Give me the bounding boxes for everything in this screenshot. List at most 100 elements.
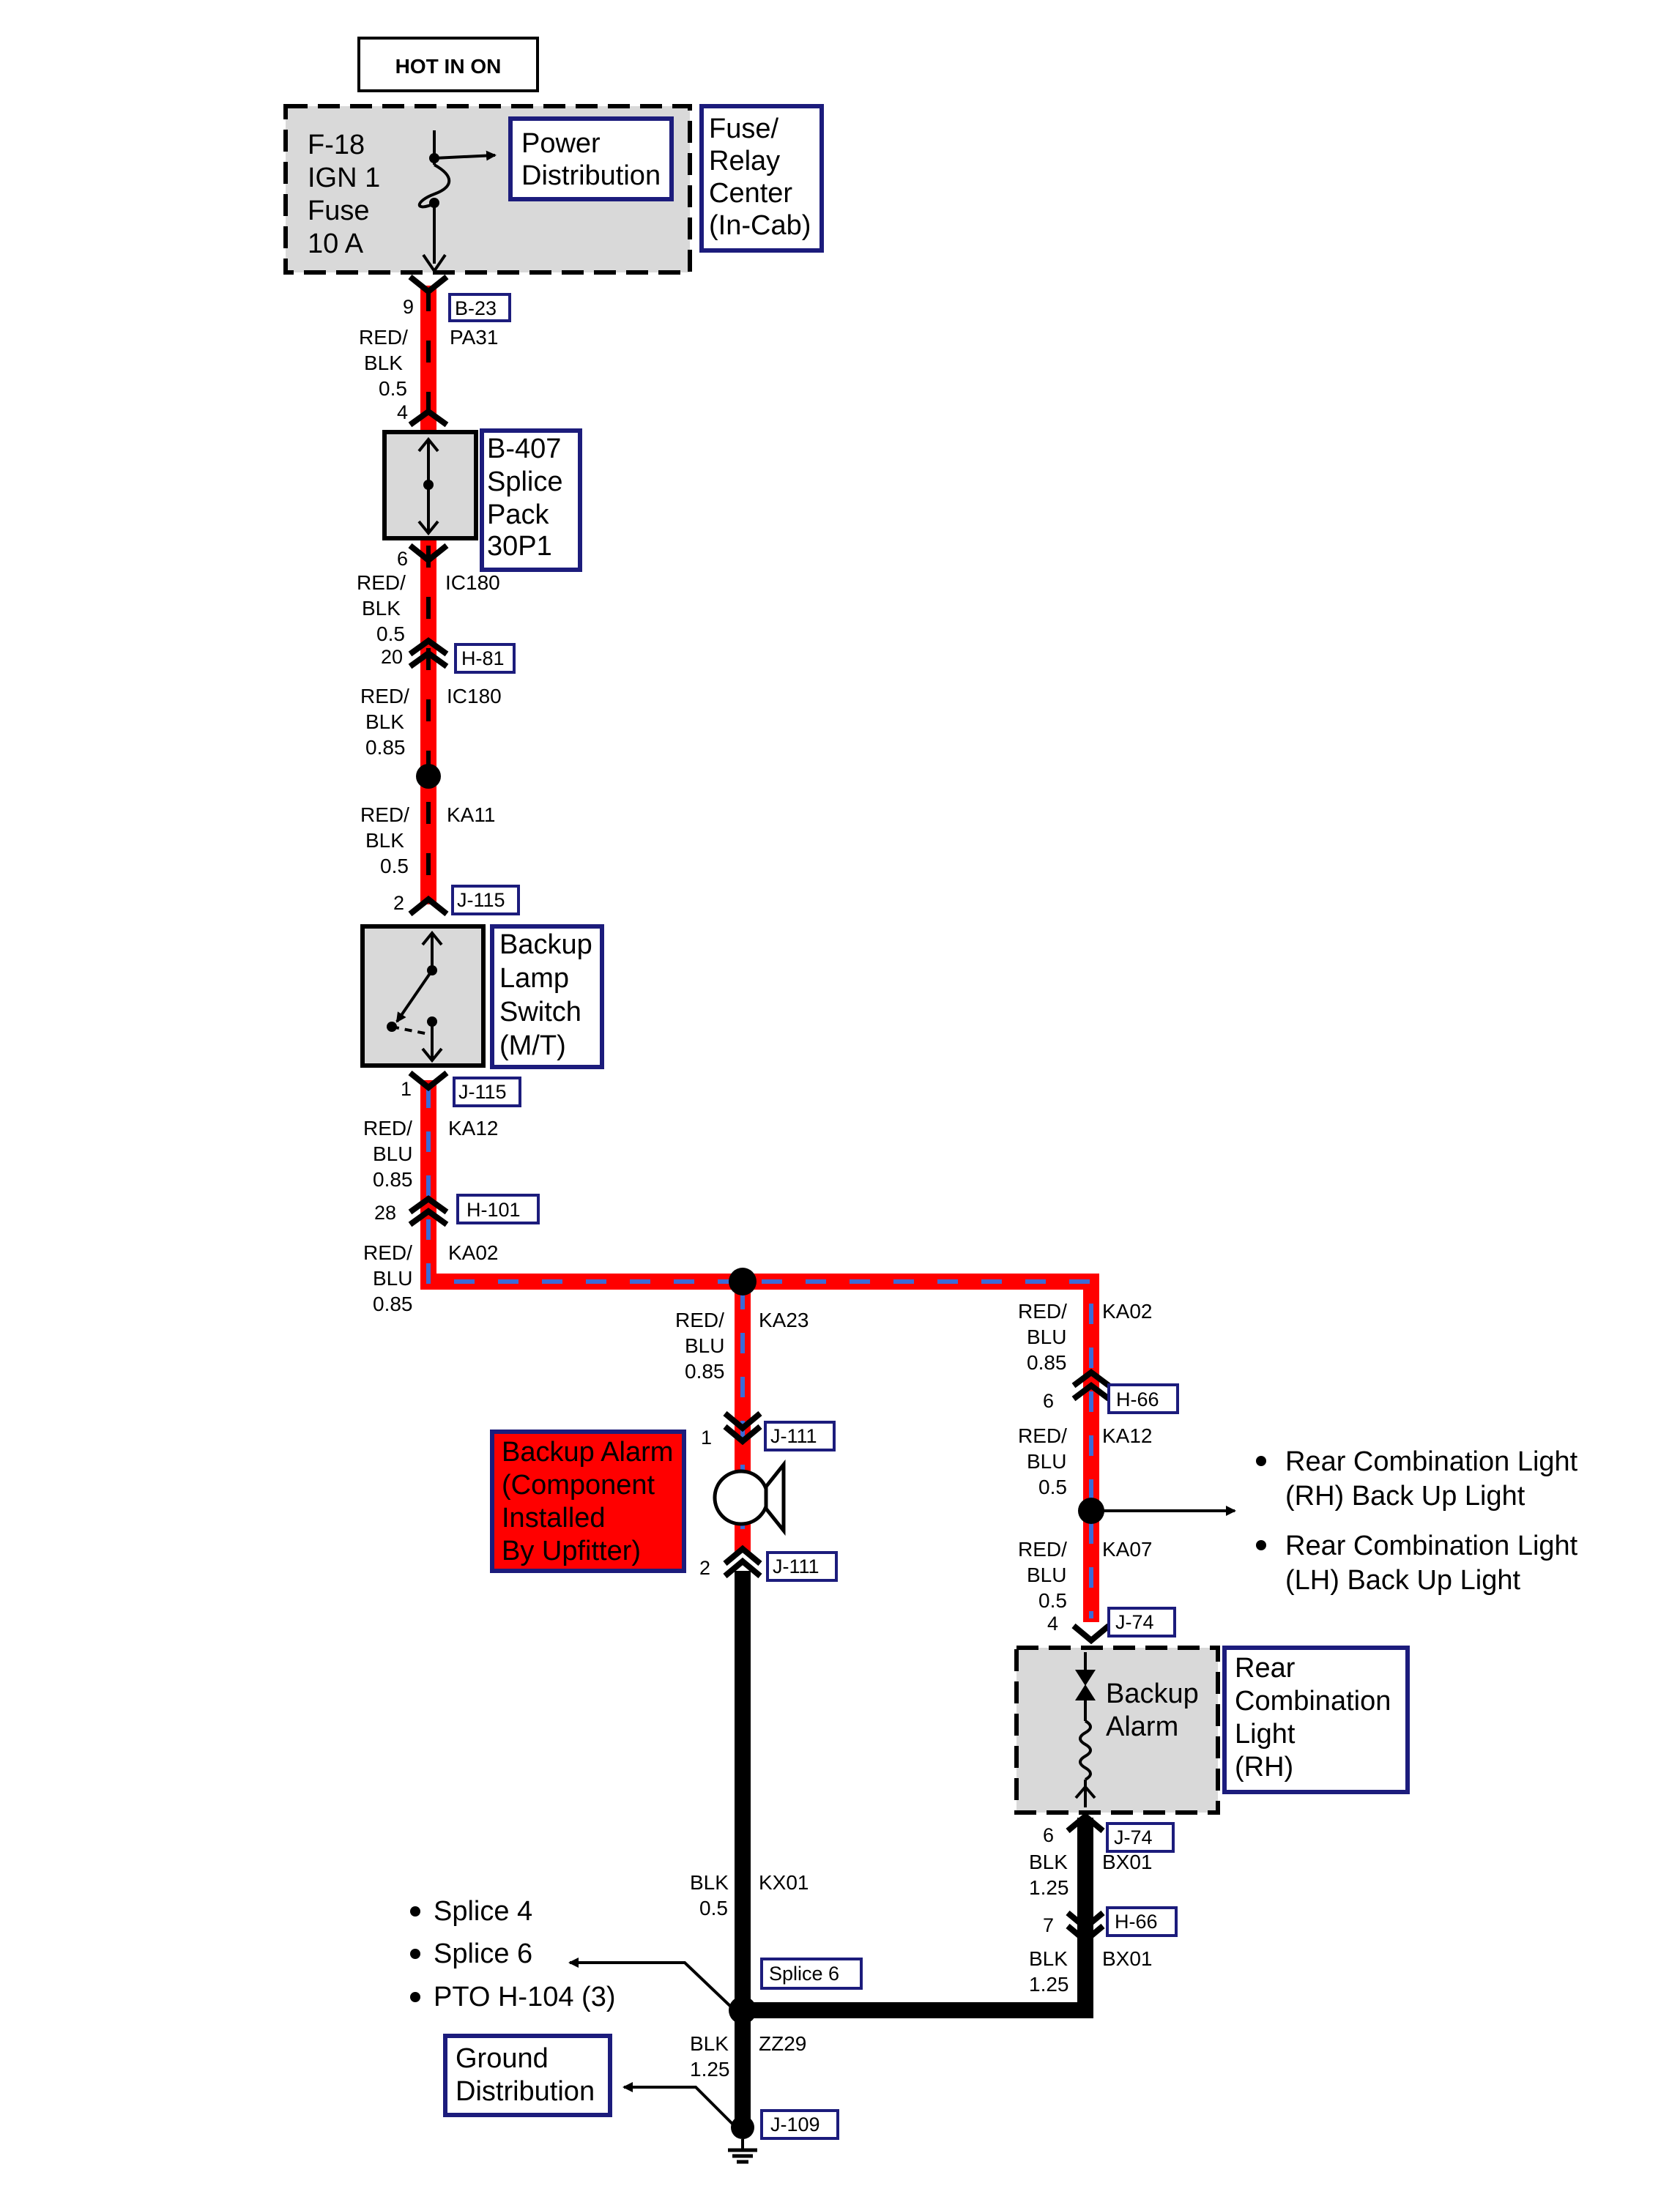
bx01b-circuit: BX01 bbox=[1102, 1947, 1153, 1970]
ka07-color: RED/ bbox=[1018, 1538, 1067, 1561]
alarm-upfitter-line1: Backup Alarm bbox=[502, 1437, 673, 1468]
fuse-label-line2: IGN 1 bbox=[308, 163, 380, 193]
pa31-size: 0.5 bbox=[379, 377, 407, 400]
alarm-upfitter-line2: (Component bbox=[502, 1470, 655, 1501]
connector-h66-bottom: H-66 7 bbox=[1043, 1906, 1178, 1945]
wire-label-ka02a: RED/ BLU 0.85 KA02 bbox=[363, 1241, 499, 1315]
wire-label-ka12b: RED/ BLU 0.5 KA12 bbox=[1018, 1424, 1153, 1498]
pin-j74-in: 4 bbox=[1047, 1613, 1058, 1635]
connector-j115-bottom: J-115 1 bbox=[401, 1070, 521, 1107]
switch-line3: Switch bbox=[499, 997, 581, 1027]
fuse-center-line1: Fuse/ bbox=[709, 114, 778, 144]
ka02a-color2: BLU bbox=[373, 1267, 412, 1290]
wire-label-kx01: BLK 0.5 KX01 bbox=[690, 1871, 809, 1919]
ground-distribution: Ground Distribution bbox=[443, 2034, 734, 2125]
ka11-color2: BLK bbox=[365, 829, 404, 852]
power-distribution-box: Power Distribution bbox=[508, 116, 674, 201]
ka23-circuit: KA23 bbox=[759, 1309, 809, 1331]
ka12a-size: 0.85 bbox=[373, 1168, 413, 1191]
ka02a-color: RED/ bbox=[363, 1241, 412, 1264]
ka02a-circuit: KA02 bbox=[448, 1241, 499, 1264]
pin-j115-in: 2 bbox=[393, 892, 404, 914]
ka11-circuit: KA11 bbox=[447, 803, 495, 826]
pin-j115-out: 1 bbox=[401, 1078, 412, 1100]
backup-alarm-upfitter: Backup Alarm (Component Installed By Upf… bbox=[490, 1430, 786, 1573]
wire-label-ka12a: RED/ BLU 0.85 KA12 bbox=[363, 1117, 499, 1191]
zz29-color: BLK bbox=[690, 2032, 729, 2055]
ic180b-size: 0.85 bbox=[365, 736, 406, 759]
backup-lamp-switch: Backup Lamp Switch (M/T) bbox=[360, 924, 604, 1069]
pa31-color2: BLK bbox=[364, 352, 403, 374]
wire-label-bx01a: BLK 1.25 BX01 bbox=[1029, 1851, 1153, 1899]
pa31-circuit: PA31 bbox=[450, 326, 498, 349]
ref-rear-light-lh-1: Rear Combination Light bbox=[1285, 1531, 1578, 1561]
switch-line1: Backup bbox=[499, 929, 592, 960]
splice-pack-line2: Splice bbox=[487, 466, 563, 497]
ka23-color2: BLU bbox=[685, 1334, 724, 1357]
ka02b-size: 0.85 bbox=[1027, 1351, 1067, 1374]
splice-pack-b407: B-407 Splice Pack 30P1 6 bbox=[382, 408, 582, 572]
ka12a-circuit: KA12 bbox=[448, 1117, 499, 1140]
ka12b-color2: BLU bbox=[1027, 1450, 1066, 1473]
power-distribution-line1: Power bbox=[521, 128, 601, 159]
rear-combination-light: Backup Alarm bbox=[1014, 1646, 1220, 1815]
connector-j74-top-label: J-74 bbox=[1115, 1611, 1154, 1633]
alarm-upfitter-line4: By Upfitter) bbox=[502, 1536, 641, 1566]
wire-label-ka02b: RED/ BLU 0.85 KA02 bbox=[1018, 1300, 1153, 1374]
ic180a-size: 0.5 bbox=[376, 622, 405, 645]
connector-b23: B-23 9 bbox=[403, 274, 511, 322]
ic180a-color: RED/ bbox=[357, 571, 406, 594]
ka12a-color: RED/ bbox=[363, 1117, 412, 1140]
splice-references: Splice 4 Splice 6 PTO H-104 (3) bbox=[410, 1896, 615, 2012]
connector-j115-bottom-label: J-115 bbox=[458, 1081, 507, 1103]
rear-light-line4: (RH) bbox=[1235, 1752, 1293, 1782]
rear-light-line2: Combination bbox=[1235, 1686, 1391, 1717]
bx01a-circuit: BX01 bbox=[1102, 1851, 1153, 1873]
kx01-color: BLK bbox=[690, 1871, 729, 1894]
hot-in-on-box: HOT IN ON bbox=[357, 37, 539, 92]
wire-label-ka23: RED/ BLU 0.85 KA23 bbox=[675, 1309, 809, 1383]
rear-light-line1: Rear bbox=[1235, 1653, 1296, 1684]
rear-alarm-line1: Backup bbox=[1106, 1679, 1199, 1709]
ground-dist-line2: Distribution bbox=[456, 2076, 595, 2107]
connector-h101: H-101 28 bbox=[374, 1194, 540, 1227]
connector-j109-label: J-109 bbox=[770, 2114, 820, 2135]
ka11-size: 0.5 bbox=[380, 855, 409, 877]
ground-dist-line1: Ground bbox=[456, 2043, 549, 2074]
kx01-size: 0.5 bbox=[699, 1897, 728, 1919]
splice-dot-ka23 bbox=[729, 1268, 757, 1295]
pin-b407-out: 6 bbox=[397, 548, 408, 570]
fuse-label-line3: Fuse bbox=[308, 196, 369, 226]
ka12a-color2: BLU bbox=[373, 1142, 412, 1165]
connector-h66-top: H-66 6 bbox=[1043, 1369, 1179, 1414]
rear-light-label: Rear Combination Light (RH) bbox=[1222, 1646, 1410, 1794]
ic180b-circuit: IC180 bbox=[447, 685, 502, 707]
connector-j111-bottom-label: J-111 bbox=[773, 1555, 819, 1577]
pin-h66-bottom: 7 bbox=[1043, 1914, 1054, 1936]
hot-in-on-label: HOT IN ON bbox=[395, 55, 502, 78]
wire-label-zz29: BLK 1.25 ZZ29 bbox=[690, 2032, 806, 2081]
ic180b-color2: BLK bbox=[365, 710, 404, 733]
connector-b23-label: B-23 bbox=[455, 297, 497, 319]
zz29-circuit: ZZ29 bbox=[759, 2032, 806, 2055]
wire-label-ic180b: RED/ BLK 0.85 IC180 bbox=[360, 685, 502, 759]
ka02a-size: 0.85 bbox=[373, 1293, 413, 1315]
ka07-circuit: KA07 bbox=[1102, 1538, 1153, 1561]
pin-h66-top: 6 bbox=[1043, 1390, 1054, 1412]
connector-j115-top-label: J-115 bbox=[457, 889, 505, 911]
rear-alarm-line2: Alarm bbox=[1106, 1711, 1178, 1742]
connector-j109: J-109 bbox=[728, 2109, 839, 2164]
ka02b-color: RED/ bbox=[1018, 1300, 1067, 1323]
pin-b407-in: 4 bbox=[397, 401, 408, 423]
pin-h101: 28 bbox=[374, 1202, 396, 1224]
ref-splice-4: Splice 4 bbox=[434, 1896, 532, 1927]
connector-h81-label: H-81 bbox=[461, 647, 505, 669]
fuse-center-line3: Center bbox=[709, 178, 792, 209]
connector-h66-top-label: H-66 bbox=[1116, 1389, 1159, 1410]
splice-pack-line3: Pack bbox=[487, 499, 549, 530]
splice-6: Splice 6 bbox=[568, 1958, 863, 2024]
ka23-color: RED/ bbox=[675, 1309, 724, 1331]
wire-label-ka11: RED/ BLK 0.5 KA11 bbox=[360, 803, 495, 877]
pin-j111-out: 2 bbox=[699, 1557, 710, 1579]
